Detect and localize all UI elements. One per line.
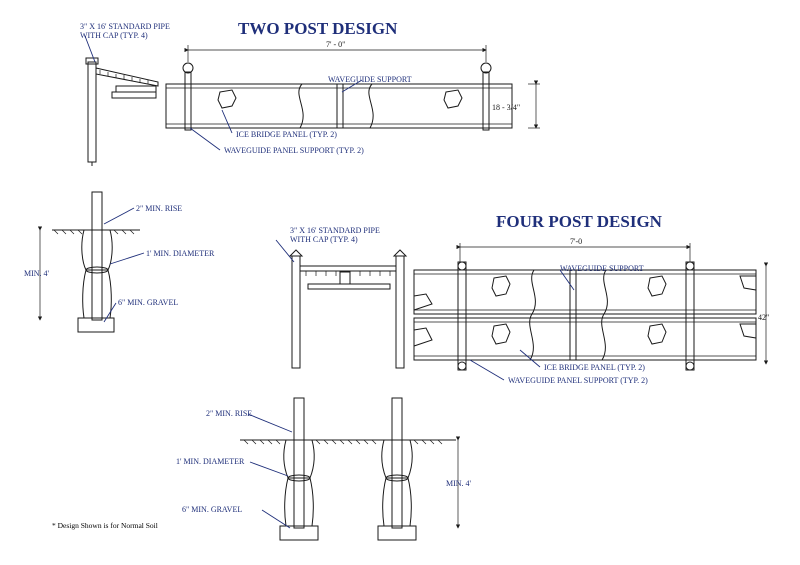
four-post-gravel-leader [261, 509, 291, 529]
four-post-plan-view [413, 243, 769, 371]
two-post-title: TWO POST DESIGN [238, 19, 398, 38]
footnote: * Design Shown is for Normal Soil [52, 521, 158, 530]
two-post-rise-label: 2" MIN. RISE [136, 204, 182, 213]
two-post-diameter-leader [109, 252, 145, 265]
four-post-gravel-label: 6" MIN. GRAVEL [182, 505, 242, 514]
two-post-height-dim: 18 - 3/4" [492, 103, 520, 112]
four-post-foundation [240, 397, 461, 541]
four-post-side-view [288, 249, 408, 369]
four-post-diameter-label: 1' MIN. DIAMETER [176, 457, 245, 466]
two-post-ice-bridge-leader [221, 109, 233, 134]
four-post-depth-label: MIN. 4' [446, 479, 472, 488]
four-post-width-dim: 7'-0 [570, 237, 582, 246]
two-post-ice-bridge-label: ICE BRIDGE PANEL (TYP. 2) [236, 130, 337, 139]
four-post-pipe-leader [275, 239, 295, 263]
four-post-title: FOUR POST DESIGN [496, 212, 663, 231]
two-post-pipe-label-1: 3" X 16' STANDARD PIPE [80, 22, 170, 31]
four-post-panel-support-leader [469, 359, 505, 381]
two-post-diameter-label: 1' MIN. DIAMETER [146, 249, 215, 258]
four-post-pipe-label-2: WITH CAP (TYP. 4) [290, 235, 358, 244]
four-post-panel-support-label: WAVEGUIDE PANEL SUPPORT (TYP. 2) [508, 376, 648, 385]
four-post-ice-bridge-leader [519, 349, 541, 368]
four-post-rise-label: 2" MIN. RISE [206, 409, 252, 418]
two-post-side-view [85, 57, 159, 166]
four-post-diameter-leader [249, 461, 289, 477]
two-post-gravel-label: 6" MIN. GRAVEL [118, 298, 178, 307]
two-post-panel-support-label: WAVEGUIDE PANEL SUPPORT (TYP. 2) [224, 146, 364, 155]
four-post-pipe-label-1: 3" X 16' STANDARD PIPE [290, 226, 380, 235]
four-post-ice-bridge-label: ICE BRIDGE PANEL (TYP. 2) [544, 363, 645, 372]
two-post-depth-label: MIN. 4' [24, 269, 50, 278]
four-post-waveguide-leader [559, 269, 575, 291]
four-post-height-dim: 42" [758, 313, 769, 322]
two-post-waveguide-leader [341, 79, 363, 93]
two-post-rise-leader [103, 207, 135, 225]
four-post-waveguide-support-label: WAVEGUIDE SUPPORT [560, 264, 644, 273]
four-post-rise-leader [247, 413, 293, 433]
two-post-pipe-label-2: WITH CAP (TYP. 4) [80, 31, 148, 40]
two-post-panel-support-leader [189, 127, 221, 151]
two-post-width-dim: 7' - 0" [326, 40, 345, 49]
two-post-waveguide-support-label: WAVEGUIDE SUPPORT [328, 75, 412, 84]
two-post-foundation [37, 191, 140, 333]
two-post-plan-view [165, 45, 540, 131]
two-post-gravel-leader [103, 302, 117, 323]
two-post-pipe-leader [84, 35, 96, 63]
